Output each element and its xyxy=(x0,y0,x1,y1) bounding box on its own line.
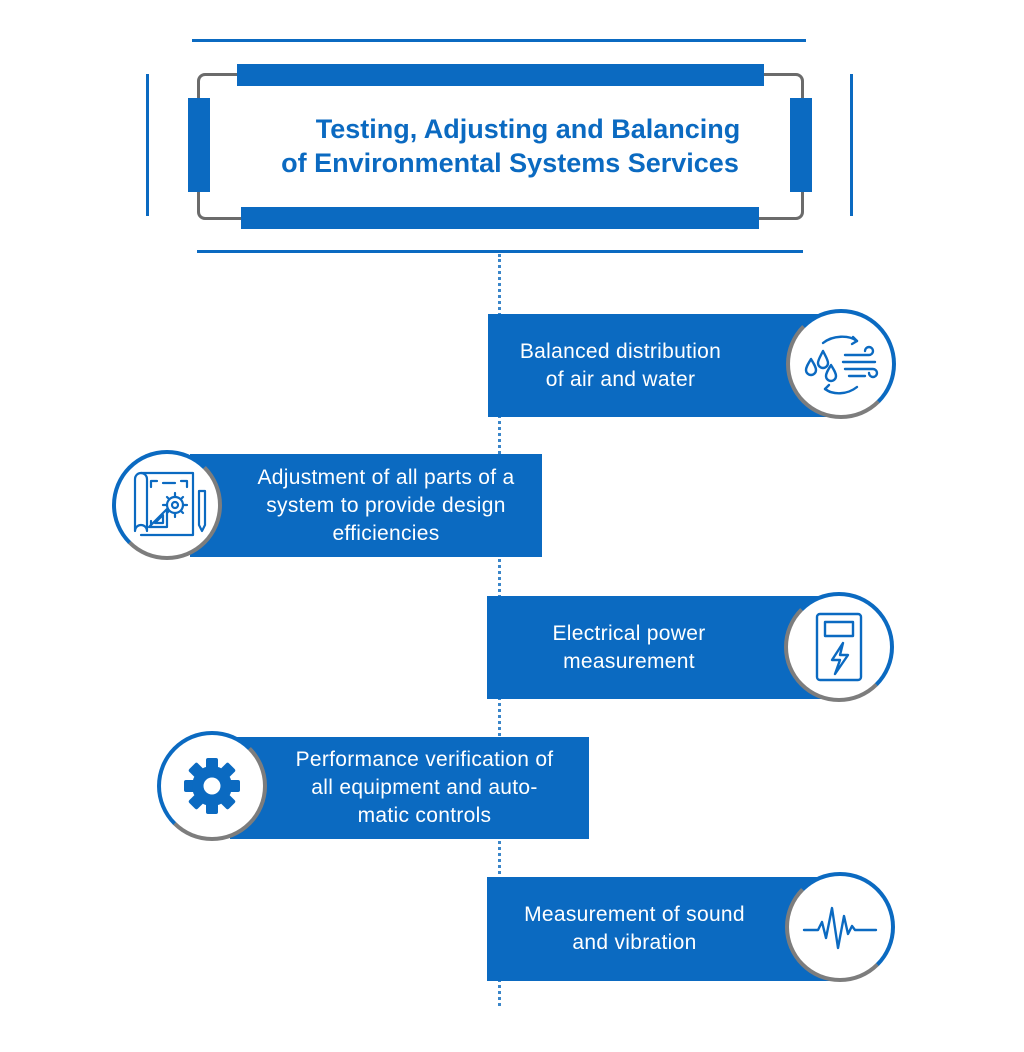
step-label: Performance verification of all equipmen… xyxy=(295,748,554,827)
step-icon-circle-3 xyxy=(784,592,894,702)
gear-icon xyxy=(184,758,240,814)
blueprint-gear-icon xyxy=(133,471,207,537)
step-label: Measurement of sound and vibration xyxy=(524,903,745,954)
title-line-2: of Environmental Systems Services xyxy=(281,148,739,178)
title-frame-top-bar xyxy=(237,64,764,86)
step-card-5: Measurement of sound and vibration xyxy=(487,877,834,981)
power-meter-icon xyxy=(815,612,863,682)
title-right-rule xyxy=(850,74,853,216)
page-title: Testing, Adjusting and Balancing of Envi… xyxy=(230,112,790,180)
step-card-2: Adjustment of all parts of a system to p… xyxy=(190,454,542,557)
step-label: Electrical power measurement xyxy=(552,621,706,673)
step-icon-circle-5 xyxy=(785,872,895,982)
step-label: Balanced distribution of air and water xyxy=(519,339,722,391)
step-card-3: Electrical power measurement xyxy=(487,596,833,699)
step-icon-circle-4 xyxy=(157,731,267,841)
title-frame-bottom-bar xyxy=(241,207,759,229)
title-line-1: Testing, Adjusting and Balancing xyxy=(315,114,741,144)
step-icon-circle-2 xyxy=(112,450,222,560)
title-top-rule xyxy=(192,39,806,42)
waveform-icon xyxy=(802,906,878,950)
title-frame-right-bar xyxy=(790,98,812,192)
title-bottom-rule xyxy=(197,250,803,253)
water-air-cycle-icon xyxy=(804,335,879,395)
title-left-rule xyxy=(146,74,149,216)
title-frame-left-bar xyxy=(188,98,210,192)
step-icon-circle-1 xyxy=(786,309,896,419)
step-label: Adjustment of all parts of a system to p… xyxy=(257,465,515,545)
step-card-4: Performance verification of all equipmen… xyxy=(230,737,589,839)
step-card-1: Balanced distribution of air and water xyxy=(488,314,833,417)
